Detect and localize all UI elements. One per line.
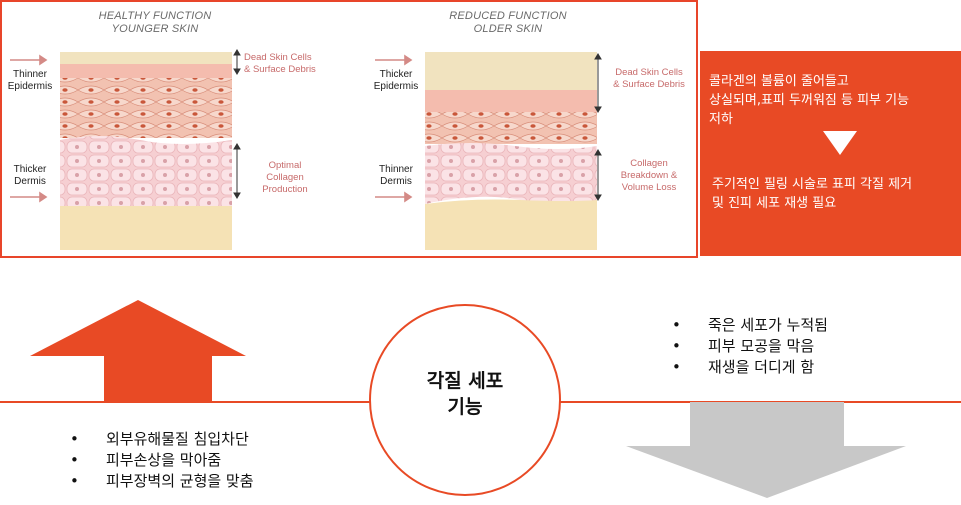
peeling-recommendation: 주기적인 필링 시술로 표피 각질 제거 및 진피 세포 재생 필요 (712, 177, 913, 211)
left-dermis-label: Thicker Dermis (13, 164, 47, 187)
left-dermis-cells (60, 136, 232, 206)
right-stratum-corneum (425, 52, 597, 90)
list-item: 피부장벽의 균형을 맞춤 (70, 471, 350, 492)
skin-illustration (10, 49, 602, 250)
left-epidermis-label: Thinner Epidermis (7, 69, 53, 92)
negative-effects-list: 죽은 세포가 누적됨 피부 모공을 막음 재생을 더디게 함 (672, 315, 932, 378)
list-item: 외부유해물질 침입차단 (70, 429, 350, 450)
keratinocyte-title: 각질 세포 기능 (426, 370, 504, 418)
list-item: 죽은 세포가 누적됨 (672, 315, 932, 336)
right-dermis-label: Thinner Dermis (379, 164, 413, 187)
left-subcutaneous-layer (60, 206, 232, 250)
left-dead-cells-note: Dead Skin Cells & Surface Debris (244, 52, 316, 75)
keratinocyte-circle (369, 304, 561, 496)
positive-functions-list: 외부유해물질 침입차단 피부손상을 막아줌 피부장벽의 균형을 맞춤 (70, 429, 350, 492)
list-item: 재생을 더디게 함 (672, 357, 932, 378)
right-epidermis-label: Thicker Epidermis (373, 69, 419, 92)
right-measure-arrows (594, 53, 602, 201)
left-measure-arrows (233, 49, 241, 199)
left-epidermis-cells (60, 78, 232, 138)
left-pointer-arrows (10, 54, 48, 203)
right-skin-layers (425, 52, 597, 250)
right-subcutaneous-layer (425, 199, 597, 250)
right-epidermis-cells (425, 112, 597, 144)
right-panel-title: REDUCED FUNCTION OLDER SKIN (449, 10, 567, 35)
left-panel-title: HEALTHY FUNCTION YOUNGER SKIN (98, 10, 212, 35)
list-item: 피부손상을 막아줌 (70, 450, 350, 471)
right-collagen-note: Collagen Breakdown & Volume Loss (620, 158, 678, 193)
up-arrow-icon (30, 300, 246, 402)
right-dead-cells-note: Dead Skin Cells & Surface Debris (613, 67, 685, 90)
aging-info-box (700, 51, 961, 256)
list-item: 피부 모공을 막음 (672, 336, 932, 357)
down-arrow-icon (626, 402, 906, 498)
right-pointer-arrows (375, 54, 413, 203)
left-upper-epidermis (60, 64, 232, 78)
right-dermis-cells (425, 143, 597, 204)
left-skin-layers (60, 52, 232, 250)
down-triangle-icon (823, 131, 857, 155)
left-stratum-corneum (60, 52, 232, 64)
left-collagen-note: Optimal Collagen Production (262, 160, 308, 195)
aging-description: 콜라겐의 볼륨이 줄어들고 상실되며,표피 두꺼워짐 등 피부 기능 저하 (709, 74, 910, 127)
right-upper-epidermis (425, 90, 597, 112)
